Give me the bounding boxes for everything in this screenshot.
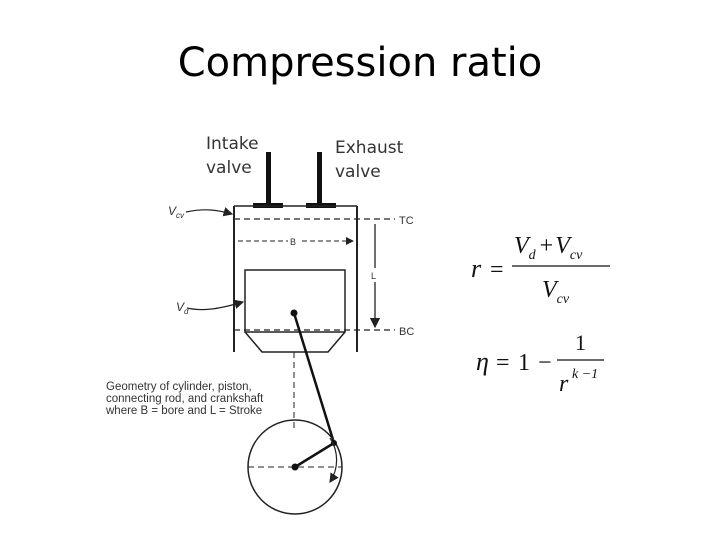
eq2-equals: = [496, 350, 510, 376]
eq2-one: 1 [518, 350, 530, 376]
eq1-numerator: Vd+Vcv [514, 233, 583, 263]
crank-center [291, 463, 299, 471]
piston [244, 269, 346, 353]
stroke-label: L [371, 271, 376, 281]
exhaust-valve [306, 152, 336, 208]
caption-line3: where B = bore and L = Stroke [105, 405, 262, 417]
eq1-denominator: Vcv [542, 277, 570, 307]
intake-valve-label: Intake valve [206, 132, 259, 180]
caption-line2: connecting rod, and crankshaft [106, 393, 264, 405]
eq2-minus: − [538, 350, 552, 376]
eq1-equals: = [490, 257, 504, 283]
intake-label-line1: Intake [206, 134, 259, 154]
crank-arm [294, 441, 335, 469]
eq2-lhs: η [476, 347, 489, 376]
exhaust-label-line2: valve [335, 162, 381, 182]
compression-ratio-equation: r = Vd+Vcv Vcv [471, 233, 610, 307]
efficiency-equation: η = 1 − 1 r k −1 [476, 330, 604, 397]
bc-label: BC [399, 326, 414, 338]
eq2-exponent: k −1 [572, 367, 598, 382]
wrist-pin [290, 309, 298, 317]
connecting-rod [292, 312, 336, 444]
exhaust-label-line1: Exhaust [335, 138, 404, 158]
rotation-arrow [329, 437, 339, 484]
caption-line1: Geometry of cylinder, piston, [106, 381, 252, 393]
eq2-frac-denominator: r [559, 371, 569, 397]
intake-label-line2: valve [206, 158, 252, 178]
vcv-label: Vcv [168, 204, 185, 220]
vd-label: Vd [176, 300, 189, 316]
tc-label: TC [399, 215, 414, 227]
eq1-lhs: r [471, 254, 482, 283]
eq2-frac-numerator: 1 [575, 330, 586, 355]
vd-leader [186, 299, 245, 311]
vcv-leader [185, 207, 234, 217]
exhaust-valve-label: Exhaust valve [335, 136, 403, 184]
bore-label: B [290, 237, 296, 247]
intake-valve [253, 152, 283, 208]
page-title: Compression ratio [177, 40, 543, 86]
